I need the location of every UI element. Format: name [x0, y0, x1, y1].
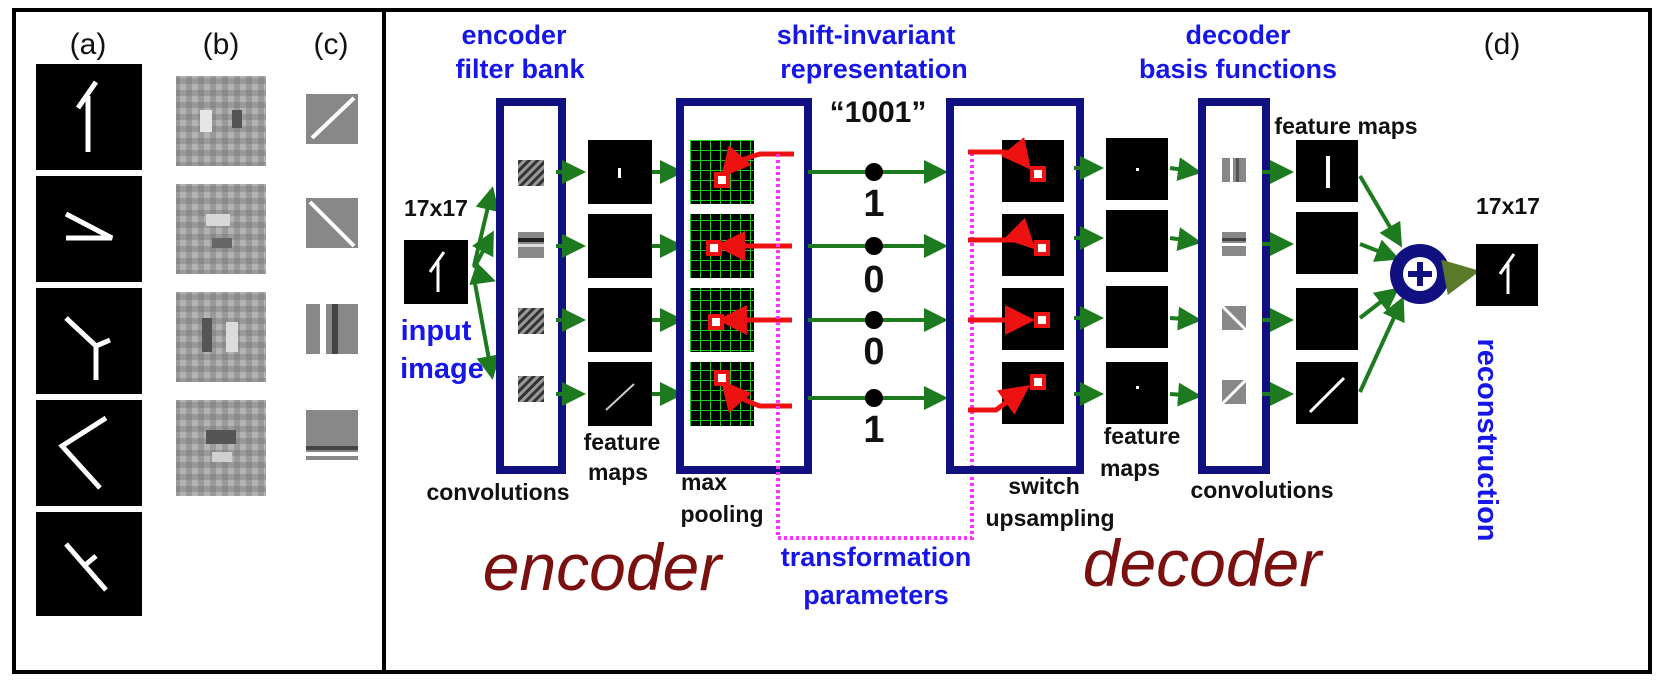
panel-label-b: (b): [203, 28, 240, 61]
feature-map: [1106, 362, 1168, 424]
feature-maps-label: maps: [1100, 455, 1160, 481]
decoder-basis-box: [1198, 98, 1270, 474]
feature-maps-label: maps: [588, 459, 648, 485]
column-b-filters: [176, 76, 266, 496]
decoder-basis-label: decoder: [1185, 20, 1291, 50]
reconstruction-feature-maps: [1296, 140, 1358, 424]
code-digit: 1: [863, 409, 884, 451]
transformation-path: [776, 150, 974, 540]
feature-maps-label: feature: [1104, 423, 1181, 449]
transformation-parameters-label: parameters: [803, 580, 949, 610]
feature-map: [1296, 212, 1358, 274]
code-digit: 1: [863, 183, 884, 225]
max-pooling-box: [676, 98, 812, 474]
encoder-title: encoder: [483, 530, 725, 604]
input-image-label: input: [401, 315, 472, 347]
switch-upsampling-label: upsampling: [985, 505, 1114, 531]
filter-image: [176, 76, 266, 166]
template-image: [306, 410, 358, 460]
encoder-arrows: [556, 160, 684, 406]
switch-upsampling-label: switch: [1008, 473, 1080, 499]
feature-maps-label: feature maps: [1274, 113, 1417, 139]
max-pooling-label: max: [681, 469, 727, 495]
code-nodes: [865, 163, 883, 407]
transformation-parameters-label: transformation: [781, 542, 972, 572]
frame-right: [382, 8, 1652, 674]
output-arrow: [1441, 259, 1480, 296]
unpooling-switch-arrows: [968, 137, 1050, 415]
filter-image: [176, 184, 266, 274]
sum-arrows: [1358, 174, 1405, 393]
input-fanout-arrows: [469, 186, 501, 380]
decoder-title: decoder: [1083, 526, 1325, 600]
encoder-filter: [518, 160, 544, 186]
digit-image: [36, 400, 142, 506]
decoder-basis-label: basis functions: [1139, 54, 1337, 84]
feature-map: [1106, 286, 1168, 348]
output-size-label: 17x17: [1476, 193, 1540, 219]
encoder-feature-maps: [588, 140, 652, 426]
code-digit: 0: [863, 259, 884, 301]
shift-invariant-label: representation: [780, 54, 968, 84]
decoder-bases: [1220, 158, 1248, 406]
input-image: [404, 240, 468, 304]
shift-invariant-label: shift-invariant: [777, 20, 956, 50]
feature-maps-label: feature: [584, 429, 661, 455]
basis-to-map-arrows: [1262, 160, 1294, 406]
filter-image: [176, 292, 266, 382]
encoder-filter-bank-label: encoder: [461, 20, 567, 50]
encoder-filter-bank-box: [496, 98, 566, 474]
encoder-filter: [518, 308, 544, 334]
filter-image: [176, 400, 266, 496]
feature-map: [1106, 210, 1168, 272]
decoder-arrows: [1074, 156, 1202, 407]
switch-upsampling-box: [946, 98, 1084, 474]
column-c-templates: [306, 94, 358, 460]
decoder-feature-maps: [1106, 138, 1168, 424]
input-image-label: image: [400, 353, 484, 385]
encoder-filter: [518, 376, 544, 402]
convolutions-label: convolutions: [426, 479, 569, 505]
feature-map: [1296, 288, 1358, 350]
feature-map: [588, 214, 652, 278]
panel-label-c: (c): [314, 28, 349, 61]
encoder-filter-bank-label: filter bank: [455, 54, 585, 84]
sum-node-icon: [1390, 244, 1450, 304]
panel-label-d: (d): [1484, 28, 1521, 61]
feature-map: [588, 362, 652, 426]
convolutions-label: convolutions: [1190, 477, 1333, 503]
code-digit: 0: [863, 331, 884, 373]
reconstruction-label: reconstruction: [1471, 338, 1503, 541]
column-a-images: [36, 64, 142, 616]
feature-map: [588, 288, 652, 352]
input-size-label: 17x17: [404, 195, 468, 221]
digit-image: [36, 176, 142, 282]
code-label: “1001”: [830, 96, 927, 129]
max-pooling-label: pooling: [680, 501, 763, 527]
panel-label-a: (a): [70, 28, 107, 61]
